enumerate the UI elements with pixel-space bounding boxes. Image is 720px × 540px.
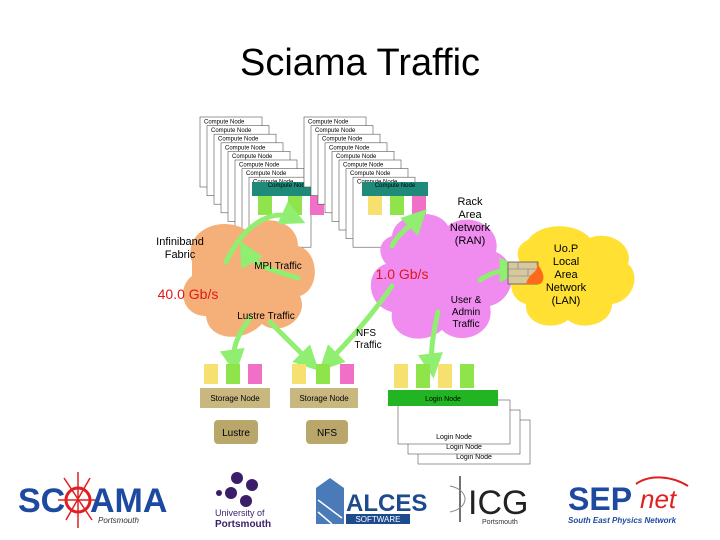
sciama-logo-sub: Portsmouth bbox=[98, 516, 139, 525]
user-admin-label-2: Admin bbox=[452, 307, 480, 318]
nic-card-left-2 bbox=[288, 196, 302, 215]
compute-node-front-label-left: Compute Node bbox=[268, 183, 309, 189]
login-arrow bbox=[418, 309, 443, 379]
compute-node-label: Compute Node bbox=[225, 145, 266, 151]
storage-node-2: Storage Node NFS bbox=[290, 364, 358, 444]
nic-card-right-1 bbox=[368, 196, 382, 215]
lustre-store-label: Lustre bbox=[222, 428, 250, 439]
alces-logo-main: ALCES bbox=[346, 490, 427, 517]
sepnet-logo: SEP net South East Physics Network bbox=[568, 476, 689, 525]
mpi-arrow-back bbox=[239, 241, 301, 281]
compute-node-label: Compute Node bbox=[315, 128, 356, 134]
nic-card-right-3 bbox=[412, 196, 426, 215]
compute-node-label: Compute Node bbox=[232, 154, 273, 160]
sepnet-logo-main: SEP bbox=[568, 481, 632, 517]
nic-card-left-1 bbox=[258, 196, 272, 215]
login-node-card bbox=[397, 399, 511, 445]
uop-logo: University of Portsmouth bbox=[215, 472, 271, 530]
compute-node-label: Compute Node bbox=[308, 120, 349, 126]
sciama-logo: SC AMA Portsmouth bbox=[18, 472, 167, 528]
login-node-front-label: Login Node bbox=[425, 396, 461, 403]
lan-label-4: Network bbox=[546, 282, 587, 294]
nfs-traffic-label-1: NFS bbox=[356, 328, 376, 339]
lan-label-1: Uo.P bbox=[554, 243, 578, 255]
compute-node-label: Compute Node bbox=[329, 145, 370, 151]
login-node-label: Login Node bbox=[436, 434, 472, 441]
uop-logo-line1: University of bbox=[215, 508, 265, 518]
ran-label-2: Area bbox=[458, 209, 482, 221]
compute-node-bar-right bbox=[362, 182, 428, 196]
ran-speed-label: 1.0 Gb/s bbox=[376, 266, 429, 282]
lustre-arrow-storage2 bbox=[267, 319, 319, 371]
sciama-logo-right: AMA bbox=[90, 482, 167, 520]
lan-label-3: Area bbox=[554, 269, 578, 281]
ran-label-4: (RAN) bbox=[455, 235, 486, 247]
sepnet-logo-sub: South East Physics Network bbox=[568, 516, 677, 525]
mpi-arrow-up bbox=[223, 201, 306, 265]
nfs-store-label: NFS bbox=[317, 428, 337, 439]
ran-label-3: Network bbox=[450, 222, 491, 234]
nfs-traffic-label-2: Traffic bbox=[354, 340, 381, 351]
alces-logo-sub: SOFTWARE bbox=[355, 515, 400, 524]
lustre-arrow-down bbox=[219, 315, 253, 375]
infiniband-cloud bbox=[183, 220, 315, 337]
user-admin-label-3: Traffic bbox=[452, 319, 479, 330]
firewall-icon bbox=[507, 261, 544, 285]
lan-cloud bbox=[511, 226, 635, 326]
ib-speed-label: 40.0 Gb/s bbox=[158, 286, 219, 302]
icg-logo: ICG Portsmouth bbox=[449, 476, 528, 526]
storage-node-1: Storage Node Lustre bbox=[200, 364, 270, 444]
nic-card-right-2 bbox=[390, 196, 404, 215]
login-node-label: Login Node bbox=[446, 444, 482, 451]
user-admin-label-1: User & bbox=[451, 295, 482, 306]
ran-cloud bbox=[370, 213, 512, 339]
mpi-traffic-label: MPI Traffic bbox=[254, 261, 302, 272]
storage-node-2-label: Storage Node bbox=[299, 394, 349, 403]
compute-node-label: Compute Node bbox=[336, 154, 377, 160]
login-node-label: Login Node bbox=[456, 454, 492, 461]
nfs-arrow bbox=[319, 283, 395, 371]
compute-node-label: Compute Node bbox=[350, 171, 391, 177]
compute-node-label: Compute Node bbox=[211, 128, 252, 134]
infiniband-label-1: Infiniband bbox=[156, 236, 204, 248]
sciama-logo-left: SC bbox=[18, 482, 65, 520]
compute-node-label: Compute Node bbox=[218, 137, 259, 143]
ran-label-1: Rack bbox=[457, 196, 483, 208]
lustre-traffic-label: Lustre Traffic bbox=[237, 311, 295, 322]
sepnet-logo-script: net bbox=[640, 484, 678, 514]
slide-title: Sciama Traffic bbox=[239, 42, 481, 84]
lan-label-2: Local bbox=[553, 256, 579, 268]
icg-logo-sub: Portsmouth bbox=[482, 519, 518, 526]
compute-node-front-label-right: Compute Node bbox=[375, 183, 416, 189]
ran-arrow-up bbox=[389, 209, 427, 249]
compute-node-label: Compute Node bbox=[343, 163, 384, 169]
compute-node-label: Compute Node bbox=[239, 163, 280, 169]
storage-node-1-label: Storage Node bbox=[210, 394, 260, 403]
compute-node-label: Compute Node bbox=[246, 171, 287, 177]
compute-node-label: Compute Node bbox=[322, 137, 363, 143]
icg-logo-main: ICG bbox=[468, 484, 528, 522]
alces-logo: ALCES SOFTWARE bbox=[316, 478, 427, 525]
infiniband-label-2: Fabric bbox=[165, 249, 196, 261]
compute-node-label: Compute Node bbox=[204, 120, 245, 126]
uop-logo-line2: Portsmouth bbox=[215, 519, 271, 530]
lan-label-5: (LAN) bbox=[552, 295, 581, 307]
